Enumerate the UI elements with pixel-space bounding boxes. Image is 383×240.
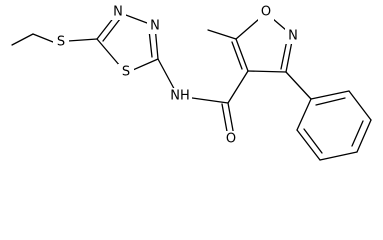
bond-n2-c3-double-inner (280, 39, 288, 70)
bond-ethyl-ch3 (11, 33, 34, 46)
molecule-diagram: S N N S O N NH O (11, 4, 372, 161)
atom-n-isoxazole: N (288, 29, 298, 44)
bond-c5-methyl (207, 29, 237, 40)
atom-o-carbonyl: O (226, 132, 236, 147)
bond-s-c5 (67, 38, 98, 42)
bond-ph-inner-1 (315, 97, 346, 106)
bond-c4-c5-double-inner (231, 41, 243, 70)
atom-s-thioether: S (57, 35, 65, 50)
atom-o-isoxazole: O (261, 5, 271, 20)
bond-ethyl-ch2-s (32, 33, 54, 43)
bond-c3-phenyl (285, 71, 312, 100)
bond-ph-inner-2 (351, 120, 364, 147)
atom-n-thiadiazole-4: N (113, 5, 123, 20)
bond-ph-1-2 (310, 90, 350, 100)
bond-ph-3-4 (356, 119, 372, 153)
bond-ph-2-3 (348, 90, 372, 121)
bond-ph-6-1 (296, 98, 312, 131)
bond-carbonyl-c4 (227, 70, 249, 104)
bond-c4-c5-double (235, 38, 249, 72)
bond-c5-n4-double-inner (102, 18, 121, 42)
bond-carbonyl-o-double-1 (227, 102, 235, 137)
bond-n3-c2-double-inner (148, 29, 153, 58)
bond-ph-5-6 (296, 129, 321, 161)
atom-s-thiadiazole: S (122, 65, 130, 80)
atom-n-thiadiazole-3: N (150, 19, 160, 34)
atom-nh-amide: NH (170, 89, 190, 104)
bond-ph-4-5 (319, 151, 358, 161)
bond-ph-inner-3 (303, 128, 323, 154)
bond-c3-c4 (247, 70, 287, 73)
